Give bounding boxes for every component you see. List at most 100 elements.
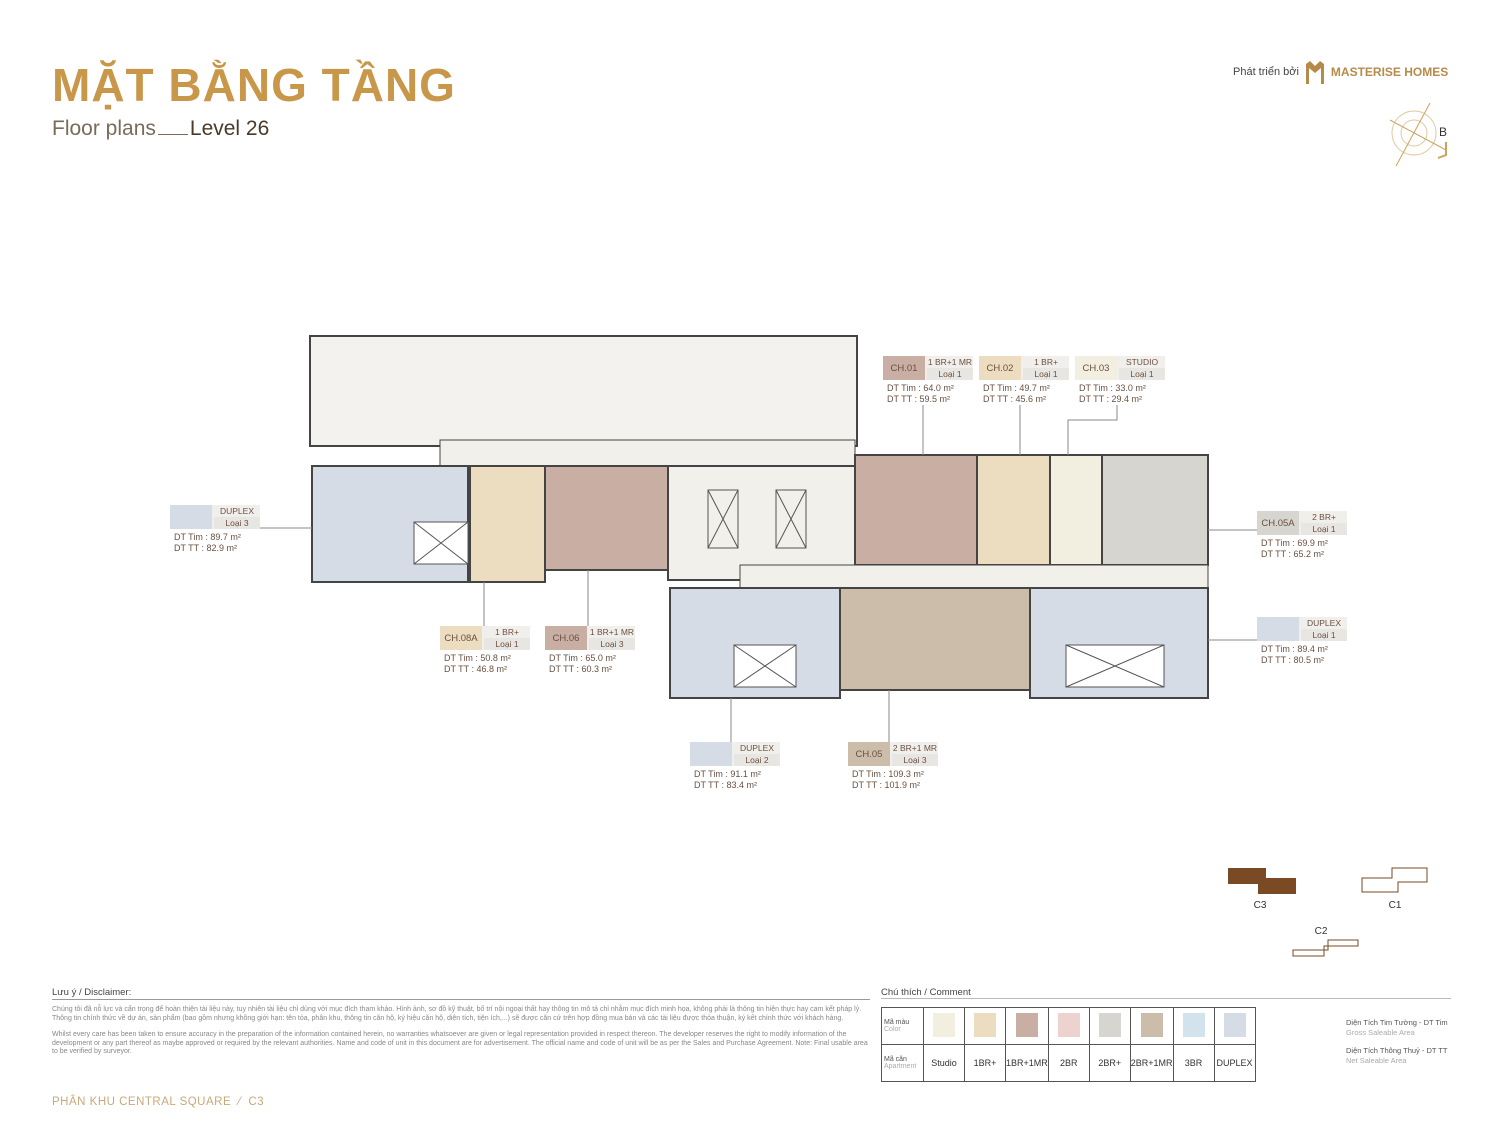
leader-lines <box>258 405 1257 742</box>
unit-ch08a <box>469 465 546 583</box>
unit-loai: Loại 1 <box>1301 629 1347 641</box>
legend-name: 2BR <box>1047 1044 1090 1082</box>
gross-area-en: Gross Saleable Area <box>1346 1028 1415 1037</box>
swatch-1br <box>974 1013 996 1037</box>
comment-title: Chú thích / Comment <box>881 987 1451 999</box>
keyplan-c2-label: C2 <box>1315 926 1328 937</box>
gross-area-label: Diện Tích Tim Tường - DT Tim <box>1346 1018 1448 1027</box>
legend-name: Studio <box>923 1044 965 1082</box>
unit-type: 1 BR+1 MR <box>589 627 635 637</box>
unit-code: CH.01 <box>883 356 925 380</box>
apt-label-en: Apartment <box>884 1063 917 1070</box>
subtitle-text: Floor plans <box>52 117 156 140</box>
swatch-2brplus <box>1098 1013 1121 1037</box>
unit-loai: Loại 1 <box>927 368 973 380</box>
keyplan-c2 <box>1292 939 1359 957</box>
dt-tim: DT Tim : 49.7 m² <box>983 383 1050 393</box>
dt-tt: DT TT : 59.5 m² <box>887 394 951 404</box>
unit-code: CH.03 <box>1075 356 1117 380</box>
disclaimer-title: Lưu ý / Disclaimer: <box>52 987 870 1000</box>
swatch-3br <box>1182 1013 1205 1037</box>
unit-loai: Loại 1 <box>484 638 530 650</box>
key-plan: C3 C1 C2 <box>1228 867 1428 957</box>
dt-tt: DT TT : 46.8 m² <box>444 664 508 674</box>
net-area-en: Net Saleable Area <box>1346 1056 1407 1065</box>
unit-type: DUPLEX <box>219 506 254 516</box>
disclaimer: Lưu ý / Disclaimer: Chúng tôi đã nỗ lực … <box>52 987 870 1065</box>
dt-tim: DT Tim : 64.0 m² <box>887 383 954 393</box>
logo-brand: MASTERISE HOMES <box>1330 65 1449 79</box>
compass-label: B <box>1439 125 1447 139</box>
void-shafts <box>413 489 1165 688</box>
unit-code: CH.06 <box>545 626 587 650</box>
unit-type: 2 BR+1 MR <box>892 743 938 753</box>
unit-ch05a <box>1101 454 1209 566</box>
dt-tt: DT TT : 101.9 m² <box>852 780 921 790</box>
unit-type: 1 BR+1 MR <box>927 357 973 367</box>
dt-tim: DT Tim : 109.3 m² <box>852 769 924 779</box>
color-label: Mã màu <box>884 1019 910 1026</box>
unit-code <box>1257 617 1299 641</box>
disclaimer-en: Whilst every care has been taken to ensu… <box>52 1031 868 1055</box>
unit-code: CH.08A <box>440 626 482 650</box>
core <box>667 465 856 581</box>
dt-tim: DT Tim : 91.1 m² <box>694 769 761 779</box>
keyplan-c1-label: C1 <box>1389 900 1402 911</box>
dt-tt: DT TT : 29.4 m² <box>1079 394 1143 404</box>
unit-ch05 <box>839 587 1031 691</box>
color-label-en: Color <box>884 1026 901 1033</box>
unit-loai: Loại 3 <box>589 638 635 650</box>
page-title: MẶT BẰNG TẦNG <box>52 59 456 111</box>
logo-prefix: Phát triển bởi <box>1233 66 1299 78</box>
unit-type: DUPLEX <box>739 743 774 753</box>
building-name: C3 <box>248 1096 265 1108</box>
swatch-studio <box>933 1013 955 1037</box>
unit-loai: Loại 1 <box>1119 368 1165 380</box>
dt-tt: DT TT : 82.9 m² <box>174 543 238 553</box>
swatch-2br <box>1057 1013 1080 1037</box>
compass-icon: B <box>1389 102 1447 167</box>
unit-code: CH.05A <box>1257 511 1299 535</box>
dt-tim: DT Tim : 69.9 m² <box>1261 538 1328 548</box>
net-area-label: Diện Tích Thông Thuỷ - DT TT <box>1346 1046 1448 1055</box>
unit-type: 1 BR+ <box>495 627 519 637</box>
legend-name: 1BR+1MR <box>1005 1044 1049 1082</box>
swatch-2br1mr <box>1140 1013 1163 1037</box>
legend-name: 1BR+ <box>964 1044 1006 1082</box>
keyplan-c3-label: C3 <box>1254 900 1267 911</box>
dt-tt: DT TT : 80.5 m² <box>1261 655 1325 665</box>
unit-ch06 <box>544 465 669 571</box>
unit-ch02 <box>976 454 1051 566</box>
dt-tim: DT Tim : 50.8 m² <box>444 653 511 663</box>
keyplan-c1 <box>1361 867 1428 893</box>
developer-logo: Phát triển bởi MASTERISE HOMES <box>1233 60 1448 84</box>
legend-name: 2BR+1MR <box>1129 1044 1174 1082</box>
footer-separator: ⁄ <box>238 1096 241 1108</box>
unit-type: 2 BR+ <box>1312 512 1336 522</box>
unit-ch01 <box>854 454 978 566</box>
masterise-logo-icon <box>1305 61 1324 84</box>
unit-code <box>170 505 212 529</box>
unit-loai: Loại 3 <box>892 754 938 766</box>
corridor-upper <box>439 439 856 469</box>
unit-loai: Loại 1 <box>1023 368 1069 380</box>
dt-tim: DT Tim : 89.7 m² <box>174 532 241 542</box>
area-definitions: Diện Tích Tim Tường - DT Tim Gross Salea… <box>1346 1018 1448 1074</box>
dt-tim: DT Tim : 65.0 m² <box>549 653 616 663</box>
unit-ch03 <box>1049 454 1103 566</box>
swatch-1br1mr <box>1015 1013 1038 1037</box>
zone-name: PHÂN KHU CENTRAL SQUARE <box>52 1096 232 1108</box>
unit-loai: Loại 1 <box>1301 523 1347 535</box>
swatch-duplex <box>1223 1013 1246 1037</box>
